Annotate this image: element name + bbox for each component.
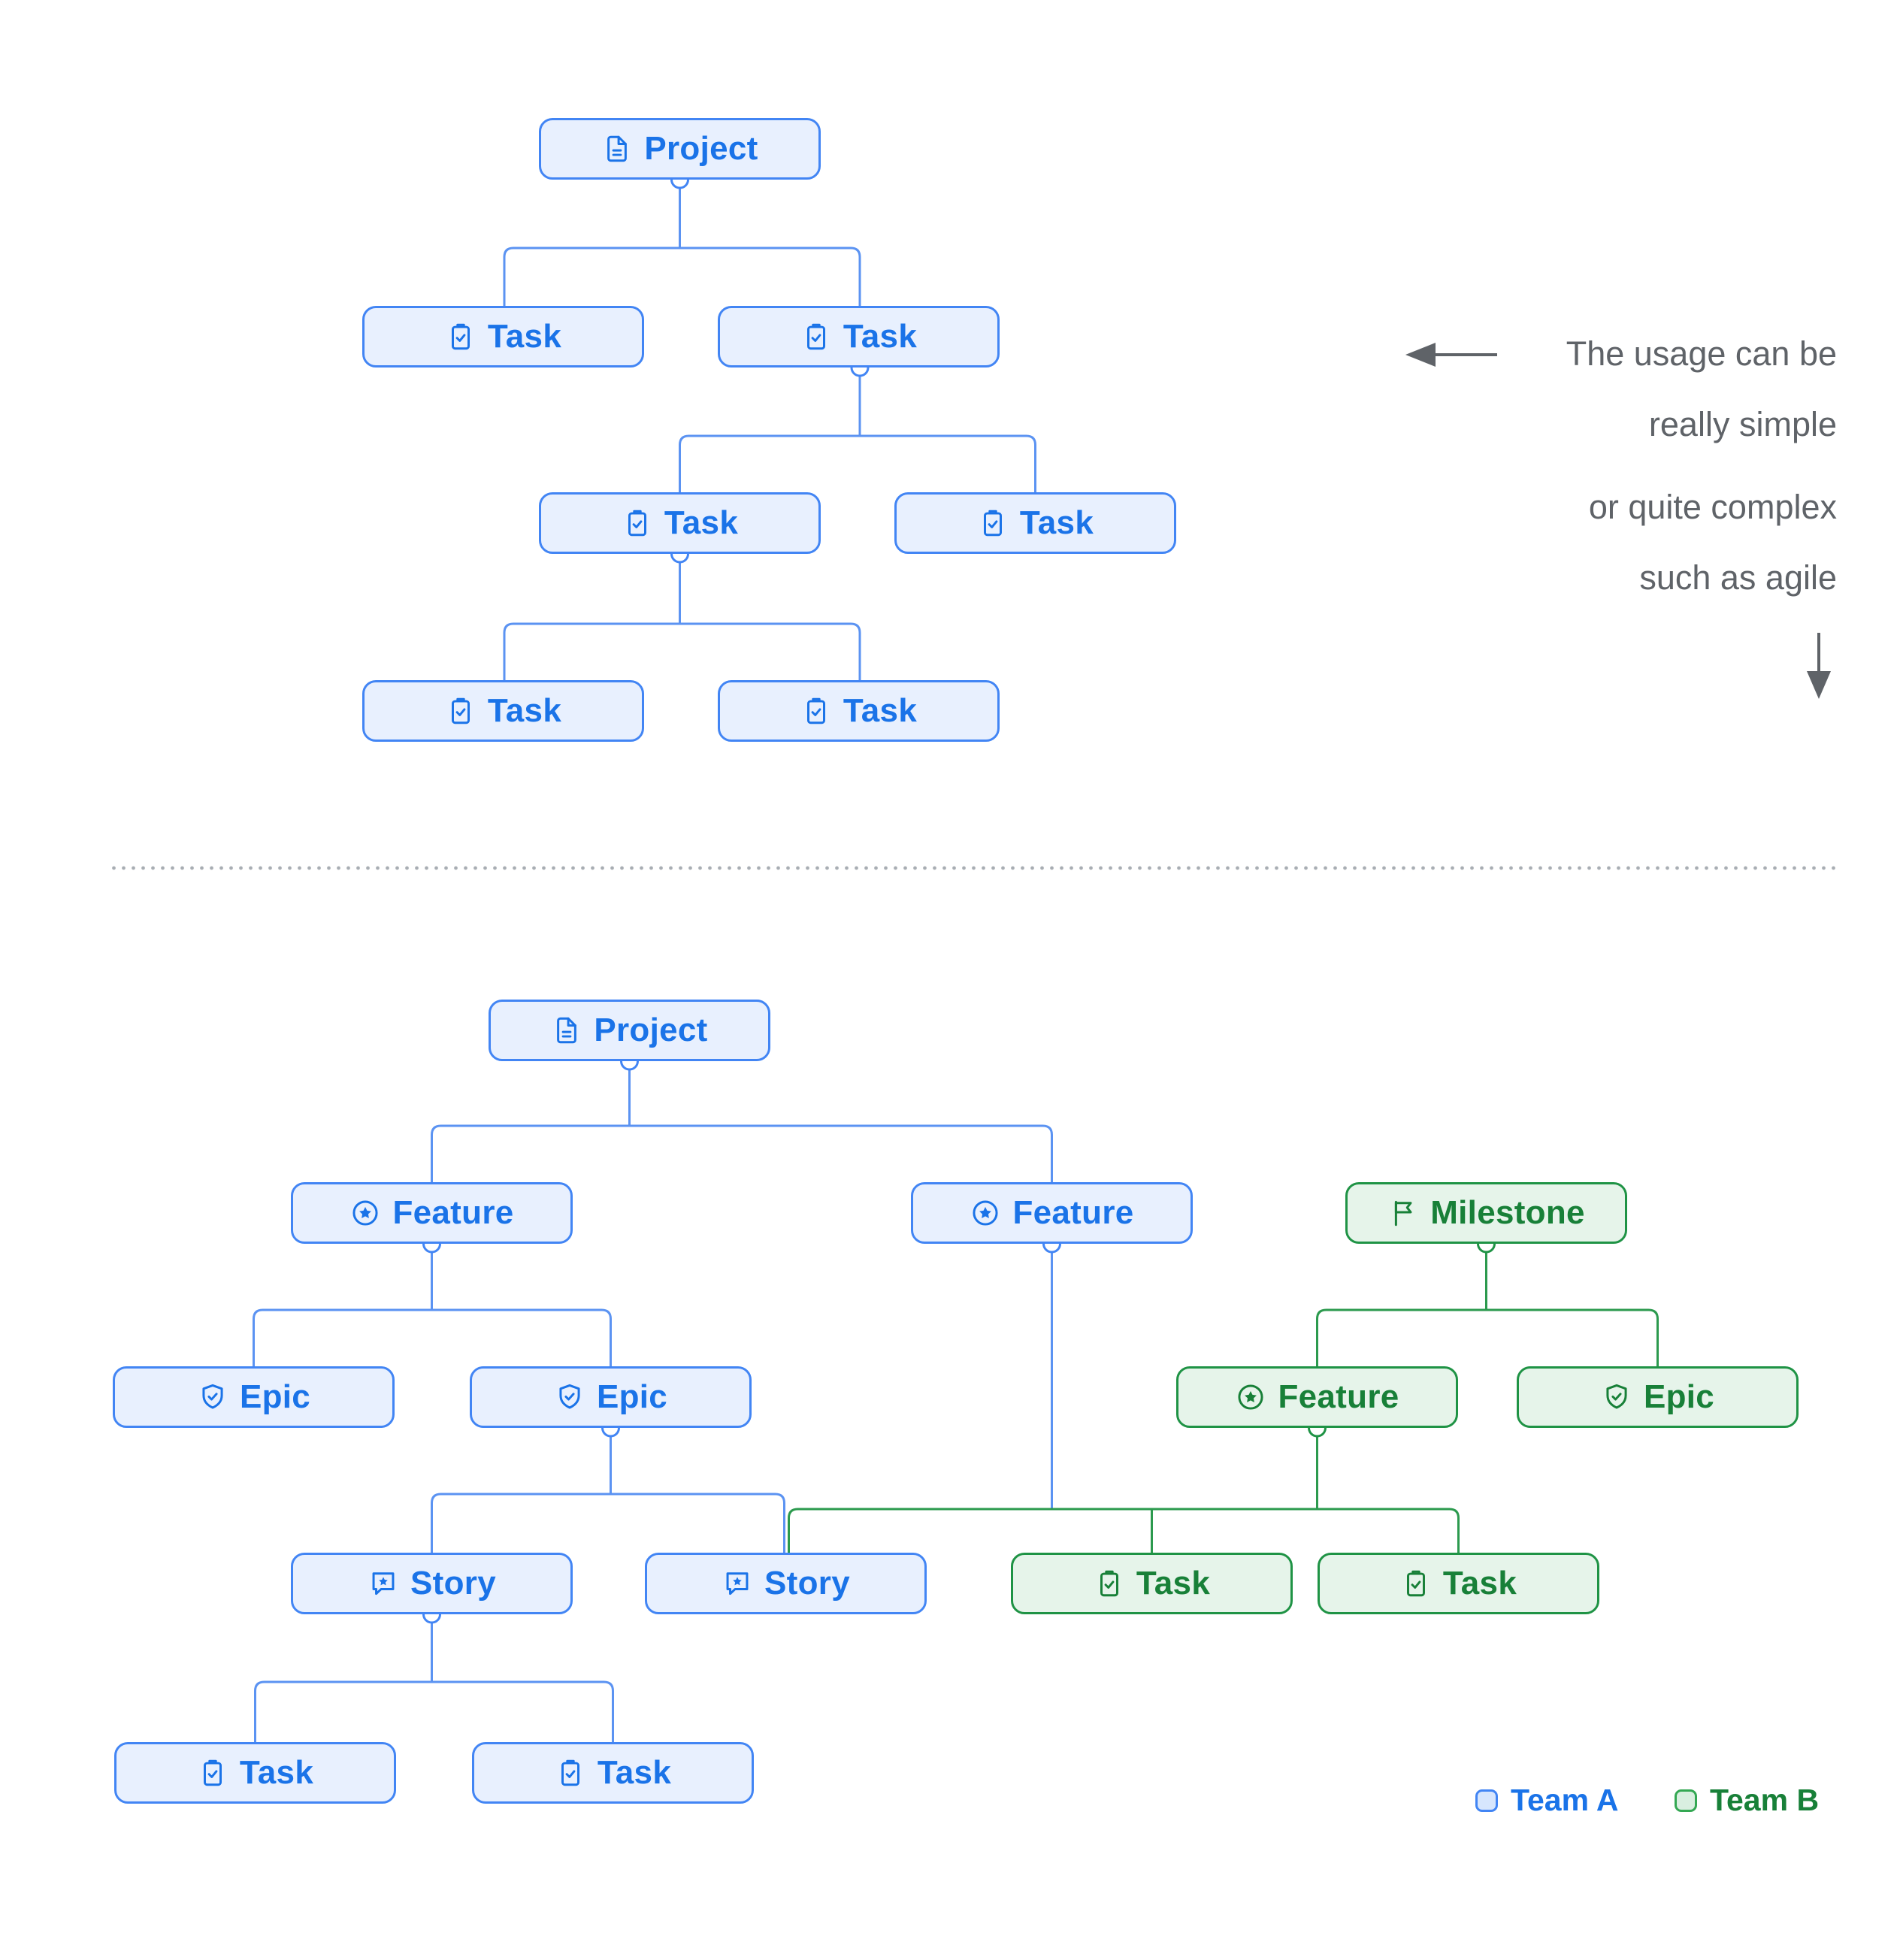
clipboard-check-icon: [445, 321, 477, 352]
simple-task-node-5[interactable]: Task: [362, 680, 644, 742]
complex-task-node-teamb-2[interactable]: Task: [1318, 1553, 1599, 1614]
team-a-connectors: [253, 188, 1053, 1742]
legend-label: Team B: [1710, 1783, 1820, 1817]
node-label: Epic: [1643, 1378, 1715, 1415]
shield-check-icon: [197, 1381, 228, 1413]
connector-line: [503, 622, 861, 680]
simple-task-node-1[interactable]: Task: [362, 306, 644, 368]
annotation-arrows: [1405, 343, 1831, 699]
clipboard-check-icon: [445, 695, 477, 727]
node-label: Task: [239, 1754, 314, 1791]
star-circle-icon: [349, 1197, 381, 1229]
node-label: Epic: [596, 1378, 668, 1415]
clipboard-check-icon: [800, 321, 832, 352]
team-a-color-chip: [1475, 1789, 1498, 1812]
node-label: Task: [1019, 504, 1094, 541]
annotation-line: really simple: [1648, 405, 1837, 443]
message-star-icon: [368, 1568, 399, 1599]
complex-feature-node-teamb[interactable]: Feature: [1176, 1366, 1458, 1428]
complex-task-node-1[interactable]: Task: [114, 1742, 396, 1804]
annotation-line: or quite complex: [1588, 488, 1837, 526]
node-label: Feature: [1012, 1194, 1134, 1231]
star-circle-icon: [1235, 1381, 1266, 1413]
simple-task-node-2[interactable]: Task: [718, 306, 1000, 368]
clipboard-check-icon: [622, 507, 653, 539]
node-label: Task: [487, 692, 562, 729]
clipboard-check-icon: [1400, 1568, 1432, 1599]
complex-project-node[interactable]: Project: [489, 1000, 770, 1061]
complex-epic-node-teamb[interactable]: Epic: [1517, 1366, 1799, 1428]
complex-task-node-teamb-1[interactable]: Task: [1011, 1553, 1293, 1614]
dotted-separator: [109, 865, 1838, 871]
node-label: Feature: [392, 1194, 514, 1231]
message-star-icon: [722, 1568, 753, 1599]
complex-task-node-2[interactable]: Task: [472, 1742, 754, 1804]
complex-story-node-1[interactable]: Story: [291, 1553, 573, 1614]
node-label: Project: [594, 1012, 708, 1048]
connector-line: [788, 1508, 1460, 1553]
document-icon: [601, 133, 633, 165]
connector-line: [1316, 1308, 1659, 1366]
node-label: Task: [597, 1754, 672, 1791]
node-label: Story: [764, 1565, 850, 1602]
complex-milestone-node[interactable]: Milestone: [1345, 1182, 1627, 1244]
node-label: Story: [410, 1565, 496, 1602]
shield-check-icon: [554, 1381, 585, 1413]
annotation-text: The usage can be really simple or quite …: [1446, 319, 1837, 613]
arrow-left-icon: [1405, 343, 1497, 367]
legend-label: Team A: [1511, 1783, 1619, 1817]
complex-feature-node-2[interactable]: Feature: [911, 1182, 1193, 1244]
node-label: Task: [487, 318, 562, 355]
annotation-line: The usage can be: [1566, 334, 1837, 373]
node-label: Project: [644, 130, 758, 167]
node-label: Task: [843, 318, 918, 355]
node-label: Task: [1136, 1565, 1211, 1602]
connector-line: [431, 1493, 785, 1553]
connector-line: [503, 247, 861, 306]
complex-epic-node-2[interactable]: Epic: [470, 1366, 752, 1428]
node-label: Epic: [239, 1378, 311, 1415]
connector-line: [254, 1680, 614, 1742]
document-icon: [551, 1015, 582, 1046]
connector-line: [431, 1124, 1053, 1182]
legend-team-b: Team B: [1675, 1783, 1819, 1818]
node-label: Feature: [1278, 1378, 1399, 1415]
clipboard-check-icon: [800, 695, 832, 727]
clipboard-check-icon: [977, 507, 1009, 539]
flag-icon: [1387, 1197, 1419, 1229]
connector-line: [679, 434, 1036, 492]
simple-project-node[interactable]: Project: [539, 118, 821, 180]
complex-feature-node-1[interactable]: Feature: [291, 1182, 573, 1244]
arrow-down-icon: [1807, 633, 1831, 699]
simple-task-node-6[interactable]: Task: [718, 680, 1000, 742]
complex-story-node-2[interactable]: Story: [645, 1553, 927, 1614]
star-circle-icon: [970, 1197, 1001, 1229]
connector-line: [253, 1308, 612, 1366]
node-label: Milestone: [1430, 1194, 1585, 1231]
simple-task-node-3[interactable]: Task: [539, 492, 821, 554]
simple-task-node-4[interactable]: Task: [894, 492, 1176, 554]
legend-team-a: Team A: [1475, 1783, 1619, 1818]
node-label: Task: [843, 692, 918, 729]
clipboard-check-icon: [555, 1757, 586, 1789]
clipboard-check-icon: [197, 1757, 228, 1789]
clipboard-check-icon: [1094, 1568, 1125, 1599]
shield-check-icon: [1601, 1381, 1632, 1413]
node-label: Task: [664, 504, 739, 541]
annotation-line: such as agile: [1639, 558, 1837, 597]
node-label: Task: [1442, 1565, 1517, 1602]
team-b-connectors: [788, 1252, 1659, 1553]
complex-epic-node-1[interactable]: Epic: [113, 1366, 395, 1428]
team-b-color-chip: [1675, 1789, 1697, 1812]
